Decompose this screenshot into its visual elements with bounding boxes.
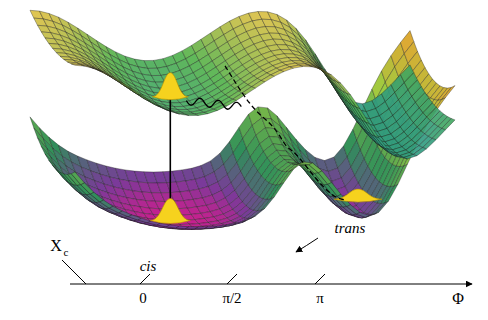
mesh-cell [347, 205, 360, 215]
axis-tick [315, 274, 325, 284]
mesh-cell [328, 183, 341, 197]
mesh-cell [138, 94, 151, 101]
excited-state-surface [30, 10, 455, 159]
mesh-cell [128, 88, 141, 96]
mesh-cell [119, 82, 132, 90]
mesh-cell [71, 172, 84, 185]
mesh-cell [100, 71, 113, 77]
trans-wave-packet [334, 189, 382, 202]
mesh-cell [318, 171, 331, 184]
axis-tick [227, 274, 237, 284]
mesh-cell [385, 184, 398, 203]
mesh-cell [280, 169, 293, 184]
tick-label: π/2 [222, 291, 241, 306]
axis-label: X [50, 238, 62, 254]
mesh-cell [41, 146, 54, 165]
mesh-cell [413, 147, 426, 155]
return-arrow [296, 238, 318, 252]
mesh-cell [271, 182, 284, 198]
axis-subscript: c [64, 247, 69, 258]
relaxation-path [225, 66, 347, 200]
mesh-cell [271, 70, 284, 76]
mesh-cell [252, 208, 265, 218]
mesh-cell [356, 107, 369, 123]
mesh-cell [366, 122, 379, 138]
mesh-cell [375, 201, 388, 214]
tick-label: π [316, 291, 324, 306]
mesh-cell [109, 76, 122, 83]
mesh-cell [394, 164, 407, 186]
state-label: trans [335, 221, 366, 236]
ground-wave-packet [150, 198, 190, 223]
phi-axis [70, 284, 472, 285]
mesh-cell [261, 75, 274, 82]
mesh-cell [261, 197, 274, 211]
axis-tick [140, 274, 150, 284]
mesh-cell [372, 203, 385, 215]
mesh-cell [337, 82, 350, 95]
xc-axis [62, 260, 86, 284]
mesh-cell [100, 200, 113, 208]
mesh-cell [45, 154, 58, 171]
mesh-cell [132, 89, 145, 98]
mesh-cell [375, 137, 388, 150]
mesh-cell [442, 86, 455, 100]
mesh-cell [248, 210, 261, 218]
mesh-cell [432, 128, 445, 139]
tick-label: 0 [139, 291, 147, 306]
wavy-path [186, 98, 241, 109]
mesh-cell [90, 192, 103, 202]
mesh-cell [34, 128, 47, 149]
excitation-line [170, 95, 172, 201]
mesh-cell [252, 80, 265, 88]
mesh-cell [385, 148, 398, 157]
mesh-cell [223, 223, 236, 227]
mesh-cell [347, 94, 360, 109]
ground-state-surface [30, 31, 455, 230]
mesh-cell [38, 138, 51, 158]
state-label: cis [140, 259, 157, 274]
mesh-cell [146, 98, 159, 105]
mesh-cell [147, 100, 160, 107]
mesh-cell [233, 221, 246, 226]
excited-wave-packet [152, 73, 188, 100]
mesh-cell [442, 119, 455, 130]
mesh-cell [334, 80, 347, 93]
mesh-cell [318, 68, 331, 75]
mesh-cell [328, 74, 341, 84]
mesh-cell [81, 183, 94, 194]
axis-label: Φ [452, 291, 464, 307]
mesh-cell [423, 138, 436, 149]
mesh-cell [242, 87, 255, 95]
